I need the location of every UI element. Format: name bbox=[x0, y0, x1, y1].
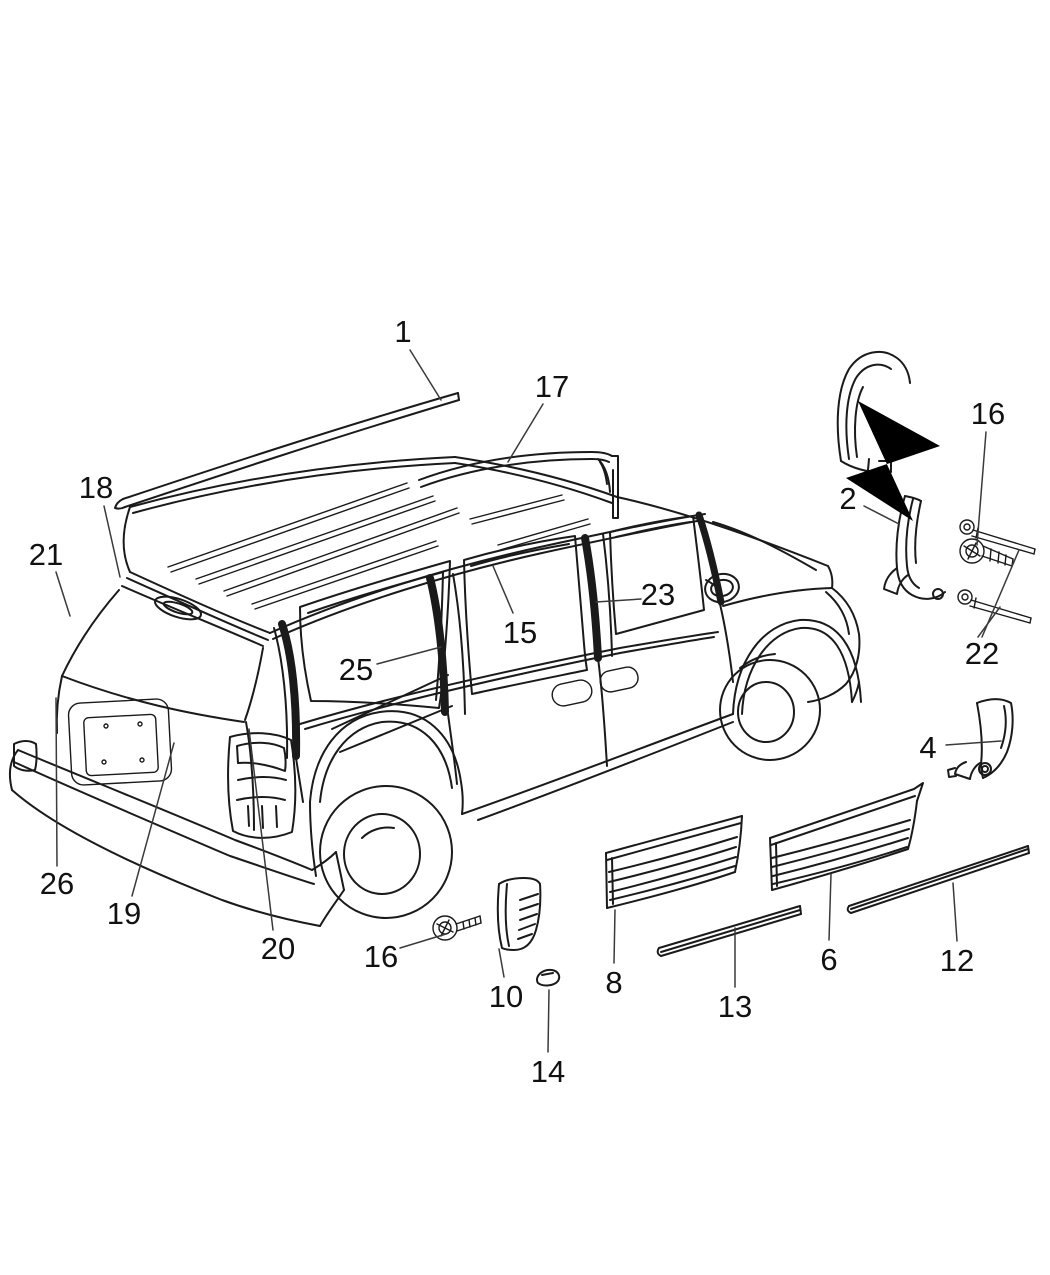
callout-leader-15-8-0 bbox=[492, 565, 514, 614]
callout-label-21-3: 21 bbox=[29, 537, 63, 572]
front-wheel bbox=[719, 603, 862, 761]
callout-leader-16-4-0 bbox=[976, 431, 987, 546]
callout-leader-16-13-0 bbox=[399, 933, 447, 949]
beltline-moulding bbox=[299, 631, 719, 753]
callout-leader-22-6-1 bbox=[981, 549, 1020, 638]
callout-label-23-7: 23 bbox=[641, 577, 675, 612]
callout-leader-2-5-0 bbox=[863, 505, 900, 525]
a-pillar bbox=[695, 511, 725, 606]
callout-label-25-9: 25 bbox=[339, 652, 373, 687]
c-pillar-applique bbox=[426, 574, 449, 716]
callout-leader-18-2-0 bbox=[103, 505, 121, 578]
callout-label-8-16: 8 bbox=[605, 965, 622, 1000]
front-bumper bbox=[807, 565, 861, 703]
callout-label-22-6: 22 bbox=[965, 636, 999, 671]
callout-leader-14-15-0 bbox=[547, 989, 550, 1053]
callout-leader-23-7-0 bbox=[595, 598, 642, 603]
van-illustration bbox=[9, 456, 862, 927]
callout-label-14-15: 14 bbox=[531, 1054, 565, 1089]
callout-leader-19-11-0 bbox=[131, 742, 175, 897]
part-17-roof-rail bbox=[418, 451, 619, 519]
roof-rack-slats bbox=[167, 482, 591, 610]
callout-label-10-14: 10 bbox=[489, 979, 523, 1014]
side-mirror bbox=[704, 572, 740, 604]
callout-label-16-13: 16 bbox=[364, 939, 398, 974]
license-plate-recess bbox=[67, 698, 173, 786]
callout-leader-21-3-0 bbox=[55, 571, 71, 617]
fastener-pins-22 bbox=[957, 519, 1036, 624]
rocker-panel bbox=[461, 713, 734, 815]
front-door-window bbox=[609, 515, 705, 635]
fastener-screw-16-lower bbox=[432, 915, 482, 941]
clip-14 bbox=[536, 968, 561, 987]
part-8-sliding-door-moulding bbox=[605, 815, 743, 909]
part-6-quarter-panel-moulding bbox=[769, 782, 924, 891]
part-2-wheel-arch-moulding bbox=[883, 495, 946, 600]
b-pillar-applique bbox=[581, 534, 602, 662]
tail-lamp bbox=[13, 732, 297, 839]
callout-leader-20-12-0 bbox=[248, 728, 274, 931]
callout-label-13-17: 13 bbox=[718, 989, 752, 1024]
callout-label-6-18: 6 bbox=[820, 942, 837, 977]
callout-label-19-11: 19 bbox=[107, 896, 141, 931]
part-4-corner-moulding bbox=[947, 698, 1014, 780]
callout-label-2-5: 2 bbox=[839, 481, 856, 516]
callout-label-1-0: 1 bbox=[394, 314, 411, 349]
callout-label-20-12: 20 bbox=[261, 931, 295, 966]
front-door-handle bbox=[599, 666, 639, 693]
callout-leader-6-18-0 bbox=[828, 873, 832, 941]
callout-leader-4-20-0 bbox=[945, 740, 1002, 746]
callout-leader-1-0-0 bbox=[409, 349, 442, 401]
part-2-wheel-arch-moulding-upper bbox=[836, 350, 911, 473]
callout-label-12-19: 12 bbox=[940, 943, 974, 978]
callout-label-18-2: 18 bbox=[79, 470, 113, 505]
liftgate bbox=[55, 585, 264, 831]
callout-leader-8-16-0 bbox=[613, 909, 616, 964]
callout-label-26-10: 26 bbox=[40, 866, 74, 901]
callout-leader-25-9-0 bbox=[376, 646, 442, 665]
fastener-screw-16-upper bbox=[959, 538, 1014, 567]
callout-leader-26-10-0 bbox=[55, 697, 58, 867]
liftgate-handle bbox=[154, 595, 202, 621]
rear-bumper bbox=[9, 749, 345, 927]
callout-leader-17-1-0 bbox=[507, 403, 544, 463]
callout-leader-10-14-0 bbox=[498, 948, 505, 978]
part-1-roof-moulding bbox=[114, 392, 460, 510]
sliding-door-handle bbox=[551, 679, 593, 707]
windshield bbox=[712, 521, 817, 571]
callout-label-4-20: 4 bbox=[919, 730, 936, 765]
d-pillar-applique bbox=[278, 620, 301, 760]
part-13-sill-strip bbox=[656, 905, 802, 957]
part-10-splash-moulding bbox=[496, 877, 542, 951]
callout-leader-12-19-0 bbox=[952, 882, 958, 942]
part-12-sill-strip bbox=[846, 845, 1030, 914]
tail-lamp-left-edge bbox=[13, 740, 38, 772]
callout-label-17-1: 17 bbox=[535, 369, 569, 404]
callout-label-16-4: 16 bbox=[971, 396, 1005, 431]
exploded-parts bbox=[114, 350, 1036, 987]
callout-label-15-8: 15 bbox=[503, 615, 537, 650]
door-handles bbox=[551, 666, 639, 707]
rear-wheel bbox=[309, 710, 464, 919]
alignment-centerlines bbox=[350, 401, 948, 958]
